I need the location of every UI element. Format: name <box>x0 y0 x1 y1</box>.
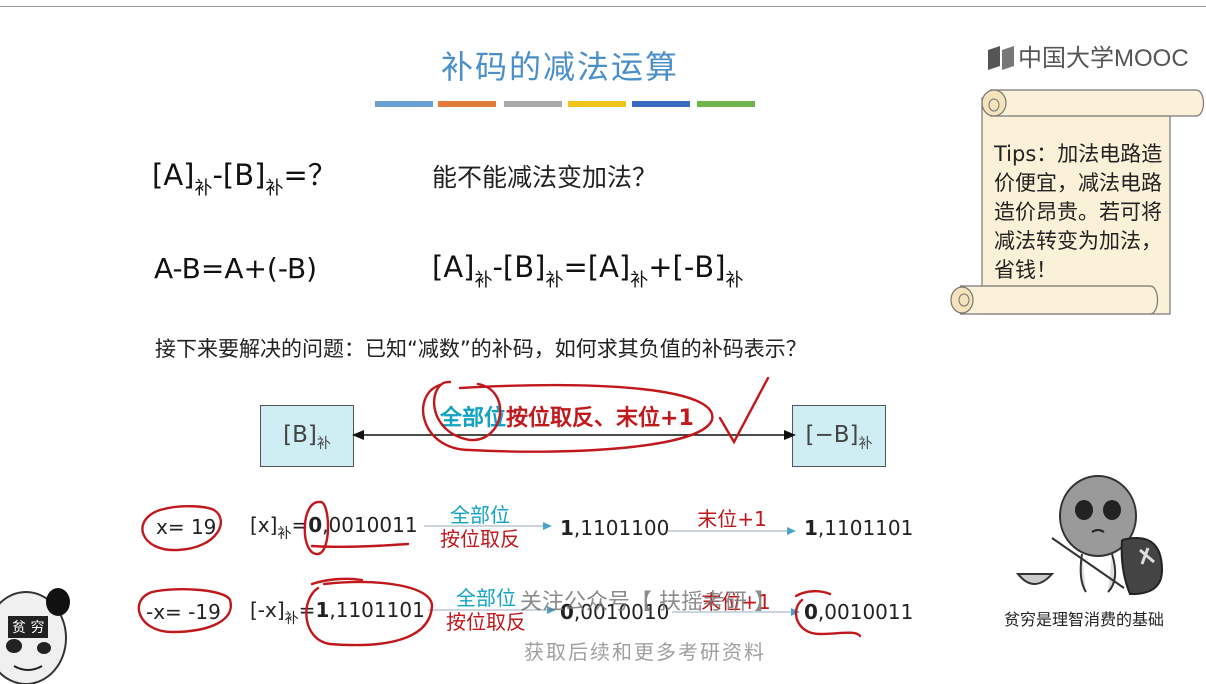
watermark-follow: 关注公众号【 扶摇考研 】 <box>520 590 776 615</box>
magnitude-bits: ,1101100 <box>573 516 670 540</box>
row2-arrow1 <box>428 606 556 614</box>
eq-part: -[B] <box>492 250 546 284</box>
step-top: 全部位 <box>450 503 510 527</box>
top-border-line <box>0 6 1206 7</box>
row2-result: 0,0010011 <box>804 600 913 624</box>
box-label: [B] <box>283 422 317 448</box>
magnitude-bits: ,1101101 <box>817 516 914 540</box>
title-underline-bar <box>438 101 496 107</box>
equation-complement-identity: [A]补-[B]补=[A]补+[-B]补 <box>432 250 744 292</box>
sign-bit: 1 <box>804 516 818 540</box>
bracket: [x] <box>250 513 278 537</box>
mooc-logo: 中国大学MOOC <box>986 38 1189 73</box>
row2-step1-label: 全部位 按位取反 <box>436 586 536 634</box>
title-underline-bar <box>632 101 690 107</box>
complement-subscript: 补 <box>277 526 292 542</box>
title-underline-bar <box>375 101 433 107</box>
complement-subscript: 补 <box>265 178 284 199</box>
complement-subscript: 补 <box>194 178 213 199</box>
row1-step1-label: 全部位 按位取反 <box>430 503 530 551</box>
row2-inverted: 0,0010010 <box>560 600 669 624</box>
problem-statement: 接下来要解决的问题：已知“减数”的补码，如何求其负值的补码表示？ <box>155 337 807 361</box>
sign-bit: 1 <box>560 516 574 540</box>
tips-text: Tips：加法电路造价便宜，减法电路造价昂贵。若可将减法转变为加法，省钱！ <box>994 142 1163 282</box>
box-label: [−B] <box>805 422 859 448</box>
title-underline-bar <box>568 101 626 107</box>
transform-label: 全部位按位取反、末位+1 <box>438 400 696 432</box>
magnitude-bits: ,1101101 <box>329 598 425 622</box>
mooc-logo-text: 中国大学MOOC <box>1018 45 1189 72</box>
complement-subscript: 补 <box>630 270 649 291</box>
row1-complement: [x]补=0,0010011 <box>250 513 418 543</box>
panda-meme <box>0 588 70 684</box>
panda-meme-tag: 贫 穷 <box>8 616 49 638</box>
row2-complement: [-x]补=1,1101101 <box>250 598 425 628</box>
meme-caption: 贫穷是理智消费的基础 <box>1004 610 1165 629</box>
eq-part: =[A] <box>563 250 631 284</box>
eq-question: =？ <box>283 158 337 192</box>
magnitude-bits: ,0010010 <box>573 600 670 624</box>
title-underline-bar <box>697 101 755 107</box>
complement-subscript: 补 <box>316 436 331 452</box>
equation-complement-diff: [A]补-[B]补=？ <box>152 152 337 200</box>
row2-step2-label: 末位+1 <box>701 590 771 614</box>
sign-bit: 0 <box>560 600 574 624</box>
row1-inverted: 1,1101100 <box>560 516 669 540</box>
complement-subscript: 补 <box>725 270 744 291</box>
row2-x-value: -x= -19 <box>146 600 221 624</box>
step-bottom: 按位取反 <box>440 527 520 551</box>
scroll-illustration <box>950 89 1205 315</box>
row1-result: 1,1101101 <box>804 516 913 540</box>
double-arrow <box>352 430 796 440</box>
eq-term-b: -[B] <box>212 158 266 192</box>
magnitude-bits: ,0010011 <box>322 513 418 537</box>
sign-bit: 0 <box>804 600 818 624</box>
complement-subscript: 补 <box>858 436 873 452</box>
complement-subscript: 补 <box>474 270 493 291</box>
complement-subscript: 补 <box>545 270 564 291</box>
row1-step2-label: 末位+1 <box>697 507 767 531</box>
eq-part: +[-B] <box>648 250 726 284</box>
title-underline-bar <box>504 101 562 107</box>
sign-bit: 0 <box>308 513 323 537</box>
row1-arrow1 <box>424 522 552 530</box>
step-bottom: 按位取反 <box>446 610 526 634</box>
eq-part: [A] <box>432 250 475 284</box>
step-top: 全部位 <box>456 586 516 610</box>
complement-subscript: 补 <box>284 611 299 627</box>
bracket: [-x] <box>250 598 285 622</box>
question-text: 能不能减法变加法？ <box>432 163 658 192</box>
slide-title: 补码的减法运算 <box>440 48 679 86</box>
sign-bit: 1 <box>315 598 330 622</box>
equation-a-minus-b: A-B=A+(-B) <box>154 252 318 285</box>
mooc-logo-icon <box>988 46 1014 70</box>
eq-term-a: [A] <box>152 158 195 192</box>
watermark-materials: 获取后续和更多考研资料 <box>524 640 766 664</box>
label-invert-plus-one: 按位取反、末位+1 <box>506 406 694 431</box>
row1-arrow2 <box>668 527 796 535</box>
box-b-complement: [B]补 <box>260 405 354 467</box>
magnitude-bits: ,0010011 <box>817 600 914 624</box>
row1-x-value: x= 19 <box>156 515 217 539</box>
meme-poor-figure <box>1015 475 1164 596</box>
